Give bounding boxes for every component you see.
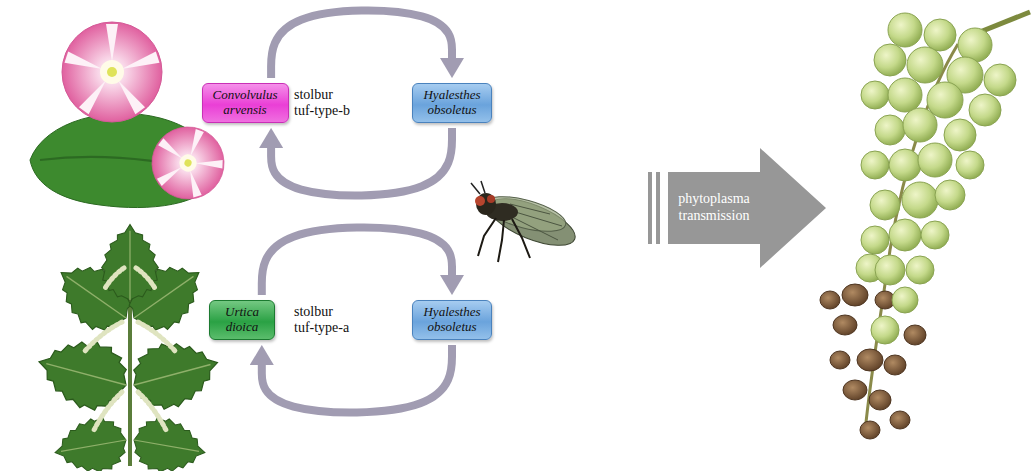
grape-berry — [875, 115, 905, 145]
transmission-arrow: phytoplasma transmission — [648, 148, 826, 268]
grape-cluster — [820, 12, 1030, 439]
grape-berry — [889, 219, 921, 251]
bindweed-flower — [186, 169, 202, 198]
grape-berry — [861, 81, 889, 109]
species-name: Urtica dioica — [218, 305, 266, 335]
grape-berry — [871, 316, 899, 344]
grape-berry — [969, 94, 1001, 126]
grape-berry — [888, 13, 922, 47]
rotten-berry — [820, 284, 926, 439]
cycle-arrow — [262, 345, 452, 413]
bindweed-flower — [120, 51, 160, 74]
strain-label: stolbur tuf-type-b — [294, 87, 352, 119]
nettle-leaf — [30, 329, 134, 417]
rotten-berry — [884, 355, 906, 375]
nettle-leaf — [102, 224, 159, 300]
nettle-flowers — [84, 268, 176, 430]
species-name: Hyalesthes obsoletus — [421, 305, 483, 335]
nettle-leaf — [126, 331, 226, 416]
nettle-leaf — [129, 413, 209, 471]
planthopper-insect — [487, 195, 495, 203]
grape-berry — [856, 13, 1016, 344]
bindweed-flower — [64, 51, 104, 74]
cycle-arrow — [271, 128, 452, 196]
grape-berry — [870, 190, 900, 220]
grape-berry — [902, 182, 938, 218]
bindweed-flower — [100, 60, 124, 84]
grape-berry — [906, 256, 934, 284]
grape-berry — [861, 226, 889, 254]
rotten-berry — [869, 390, 891, 410]
grape-berry — [944, 119, 976, 151]
bindweed-flower — [177, 152, 199, 174]
rotten-berry — [843, 380, 867, 400]
grape-berry — [861, 151, 889, 179]
rotten-berry — [904, 325, 926, 345]
rotten-berry — [830, 351, 850, 369]
grape-berry — [875, 255, 905, 285]
bindweed-flower — [107, 67, 117, 77]
bindweed-flower — [142, 117, 234, 209]
rotten-berry — [857, 349, 883, 371]
connector-layer — [262, 11, 452, 413]
grape-berry — [935, 180, 965, 210]
planthopper-insect — [475, 196, 485, 206]
planthopper-insect — [471, 181, 581, 262]
grape-berry — [903, 108, 937, 142]
nettle-leaf — [50, 413, 130, 471]
arrow-outline — [648, 148, 826, 268]
bindweed-flower — [142, 117, 234, 209]
bindweed-flower — [106, 24, 118, 62]
arrow-label: phytoplasma transmission — [675, 191, 753, 225]
rotten-berry — [833, 315, 857, 335]
grape-berry — [921, 221, 949, 249]
rotten-berry — [820, 291, 840, 309]
rotten-berry — [860, 421, 880, 439]
grape-berry — [892, 287, 918, 313]
rotten-berry — [890, 411, 910, 429]
planthopper-insect — [481, 190, 569, 239]
grape-berry — [918, 143, 952, 177]
grape-berry — [874, 44, 906, 76]
grape-berry — [888, 78, 922, 112]
host-plant-box: Convolvulus arvensis — [202, 83, 289, 123]
planthopper-insect — [478, 218, 530, 262]
nettle-plant — [30, 224, 226, 471]
bindweed-flower — [62, 22, 162, 122]
cycle-arrow — [271, 11, 452, 79]
bindweed-flower — [195, 159, 223, 169]
grape-berry — [984, 64, 1016, 96]
host-plant-box: Urtica dioica — [209, 300, 275, 340]
grape-berry — [956, 151, 984, 179]
planthopper-insect — [471, 181, 485, 194]
grape-berry — [907, 47, 943, 83]
vector-box: Hyalesthes obsoletus — [412, 300, 492, 340]
vector-box: Hyalesthes obsoletus — [412, 83, 492, 123]
grape-berry — [927, 82, 963, 118]
bindweed-flower — [183, 158, 192, 167]
planthopper-insect — [476, 193, 496, 215]
grape-berry — [924, 19, 956, 51]
strain-label: stolbur tuf-type-a — [294, 304, 352, 336]
species-name: Convolvulus arvensis — [211, 88, 280, 118]
rotten-berry — [842, 284, 868, 306]
grape-berry — [889, 149, 921, 181]
bindweed-flower — [186, 129, 203, 158]
species-name: Hyalesthes obsoletus — [421, 88, 483, 118]
bindweed-flower — [62, 22, 162, 122]
cycle-arrow — [262, 228, 452, 296]
